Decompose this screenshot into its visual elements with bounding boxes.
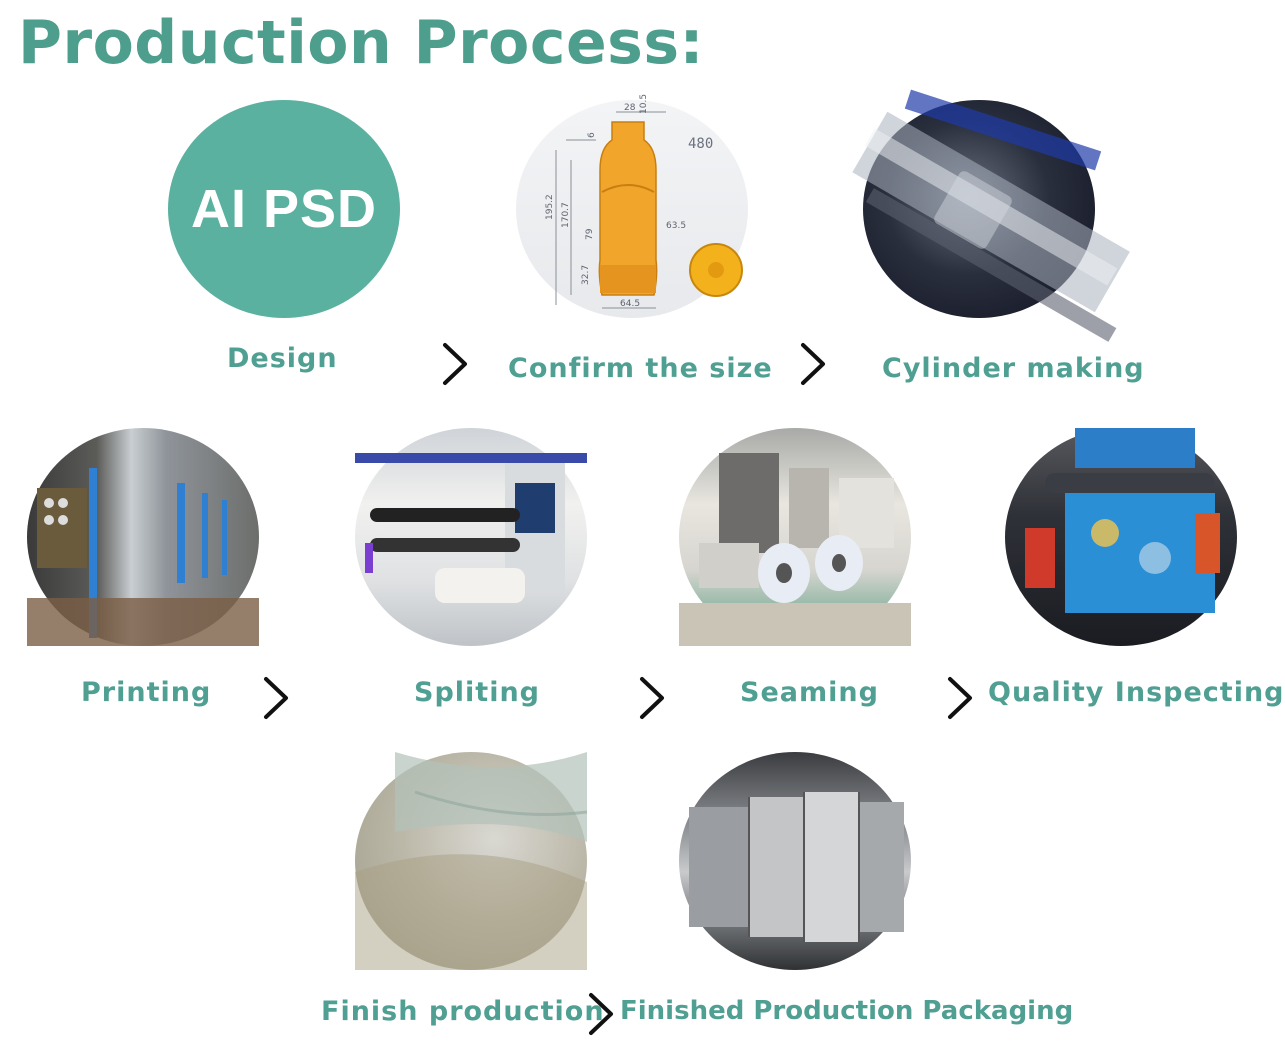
chevron-right-icon <box>440 342 470 386</box>
packaging-image <box>679 752 911 970</box>
foil-roll-icon <box>355 752 588 970</box>
chevron-right-icon <box>798 342 828 386</box>
chevron-right-icon <box>586 992 616 1036</box>
design-image: AI PSD <box>168 100 400 318</box>
bottle-drawing-icon: 28 10.5 6 480 195.2 170.7 79 63.5 32.7 6… <box>545 94 743 309</box>
dim-label: 63.5 <box>666 221 686 231</box>
step-label-spliting: Spliting <box>414 677 540 708</box>
dim-label: 170.7 <box>561 202 571 228</box>
step-label-confirm-size: Confirm the size <box>508 353 773 384</box>
dim-label: 79 <box>585 228 595 240</box>
step-label-design: Design <box>227 343 338 374</box>
quality-inspecting-image <box>1005 428 1237 646</box>
dim-label: 64.5 <box>620 299 640 309</box>
ai-psd-badge-text: AI PSD <box>190 179 378 239</box>
packaged-rolls-icon <box>689 792 904 942</box>
dim-label: 195.2 <box>545 194 555 220</box>
step-label-seaming: Seaming <box>740 677 879 708</box>
chevron-right-icon <box>637 676 667 720</box>
chevron-right-icon <box>945 676 975 720</box>
dim-label: 6 <box>587 132 597 138</box>
step-label-printing: Printing <box>81 677 212 708</box>
inspection-machine-icon <box>1025 428 1220 613</box>
printing-image <box>27 428 259 646</box>
cylinder-making-image <box>852 89 1130 342</box>
seaming-machine-icon <box>679 453 911 646</box>
chevron-right-icon <box>261 676 291 720</box>
spliting-image <box>355 428 587 646</box>
seaming-image <box>679 428 911 646</box>
page-title: Production Process: <box>18 8 705 78</box>
step-label-quality-inspecting: Quality Inspecting <box>988 677 1285 708</box>
slitting-machine-icon <box>355 453 587 603</box>
dim-label: 28 <box>624 103 636 113</box>
cylinder-icon <box>852 89 1130 342</box>
dim-label: 10.5 <box>639 94 649 114</box>
finish-production-image <box>355 752 588 970</box>
step-label-finished-production-packaging: Finished Production Packaging <box>620 996 1074 1026</box>
printing-machine-icon <box>27 468 259 646</box>
step-label-cylinder-making: Cylinder making <box>882 353 1145 384</box>
dim-label: 32.7 <box>581 265 591 285</box>
dim-label: 480 <box>688 136 713 152</box>
step-label-finish-production: Finish production <box>321 996 605 1027</box>
confirm-size-image: 28 10.5 6 480 195.2 170.7 79 63.5 32.7 6… <box>516 94 748 318</box>
